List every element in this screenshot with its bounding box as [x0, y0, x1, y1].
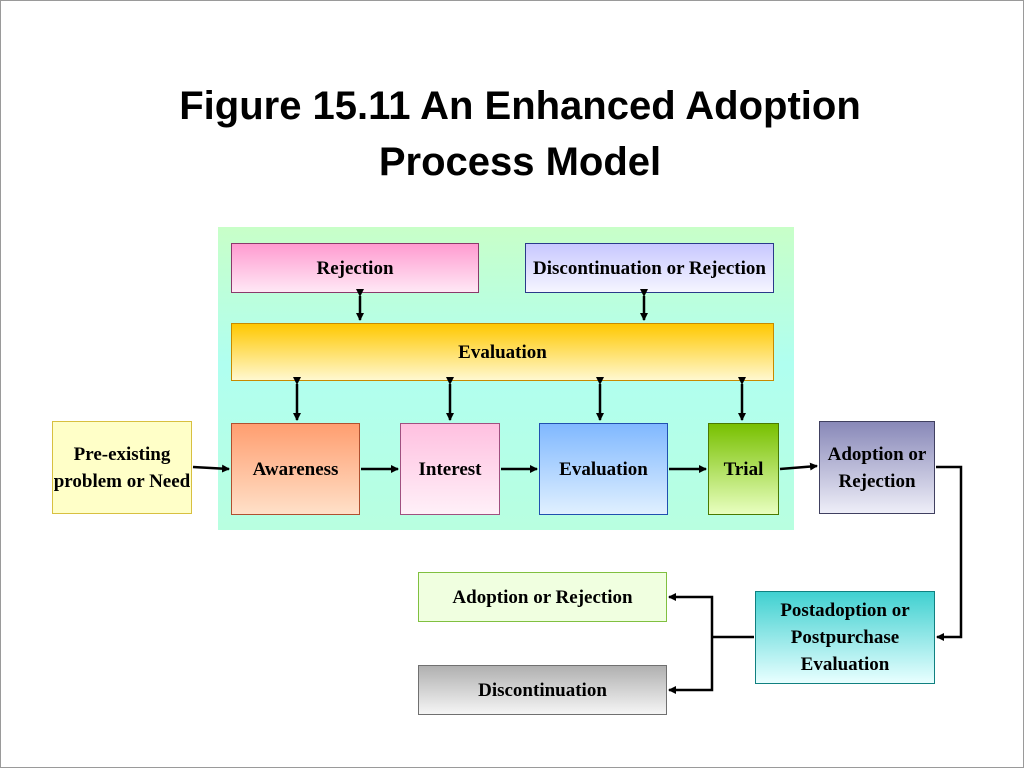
awareness-label: Awareness	[252, 458, 339, 480]
evaluation-bar: Evaluation	[231, 323, 774, 381]
preexisting-need-label: Pre-existing problem or Need	[53, 443, 191, 492]
rejection-label: Rejection	[316, 257, 394, 279]
evaluation-stage-label: Evaluation	[559, 458, 648, 480]
trial-box: Trial	[708, 423, 779, 515]
slide-title: Figure 15.11 An Enhanced Adoption Proces…	[60, 78, 980, 190]
trial-label: Trial	[723, 458, 764, 480]
awareness-box: Awareness	[231, 423, 360, 515]
rejection-box: Rejection	[231, 243, 479, 293]
evaluation-stage-box: Evaluation	[539, 423, 668, 515]
interest-label: Interest	[418, 458, 482, 480]
discontinuation-or-rejection-box: Discontinuation or Rejection	[525, 243, 774, 293]
adoption-postadoption-connector	[936, 465, 963, 641]
title-line-1: Figure 15.11 An Enhanced Adoption	[179, 84, 861, 128]
adoption-or-rejection-outcome-box: Adoption or Rejection	[418, 572, 667, 622]
postadoption-evaluation-box: Postadoption or Postpurchase Evaluation	[755, 591, 935, 684]
branch-to-discontinuation-arrow	[668, 637, 714, 694]
preexisting-need-box: Pre-existing problem or Need	[52, 421, 192, 514]
evaluation-bar-label: Evaluation	[458, 341, 547, 363]
adoption-or-rejection-outcome-label: Adoption or Rejection	[452, 586, 633, 608]
trial-adoption-arrow	[779, 462, 818, 471]
adoption-or-rejection-label: Adoption or Rejection	[827, 443, 927, 492]
discontinuation-box: Discontinuation	[418, 665, 667, 715]
discontinuation-label: Discontinuation	[478, 679, 607, 701]
interest-box: Interest	[400, 423, 500, 515]
need-awareness-arrow	[192, 464, 230, 473]
discontinuation-or-rejection-label: Discontinuation or Rejection	[533, 257, 766, 279]
adoption-or-rejection-box: Adoption or Rejection	[819, 421, 935, 514]
postadoption-evaluation-label: Postadoption or Postpurchase Evaluation	[780, 600, 910, 675]
title-line-2: Process Model	[378, 140, 662, 184]
branch-to-adoption-arrow	[668, 593, 714, 637]
